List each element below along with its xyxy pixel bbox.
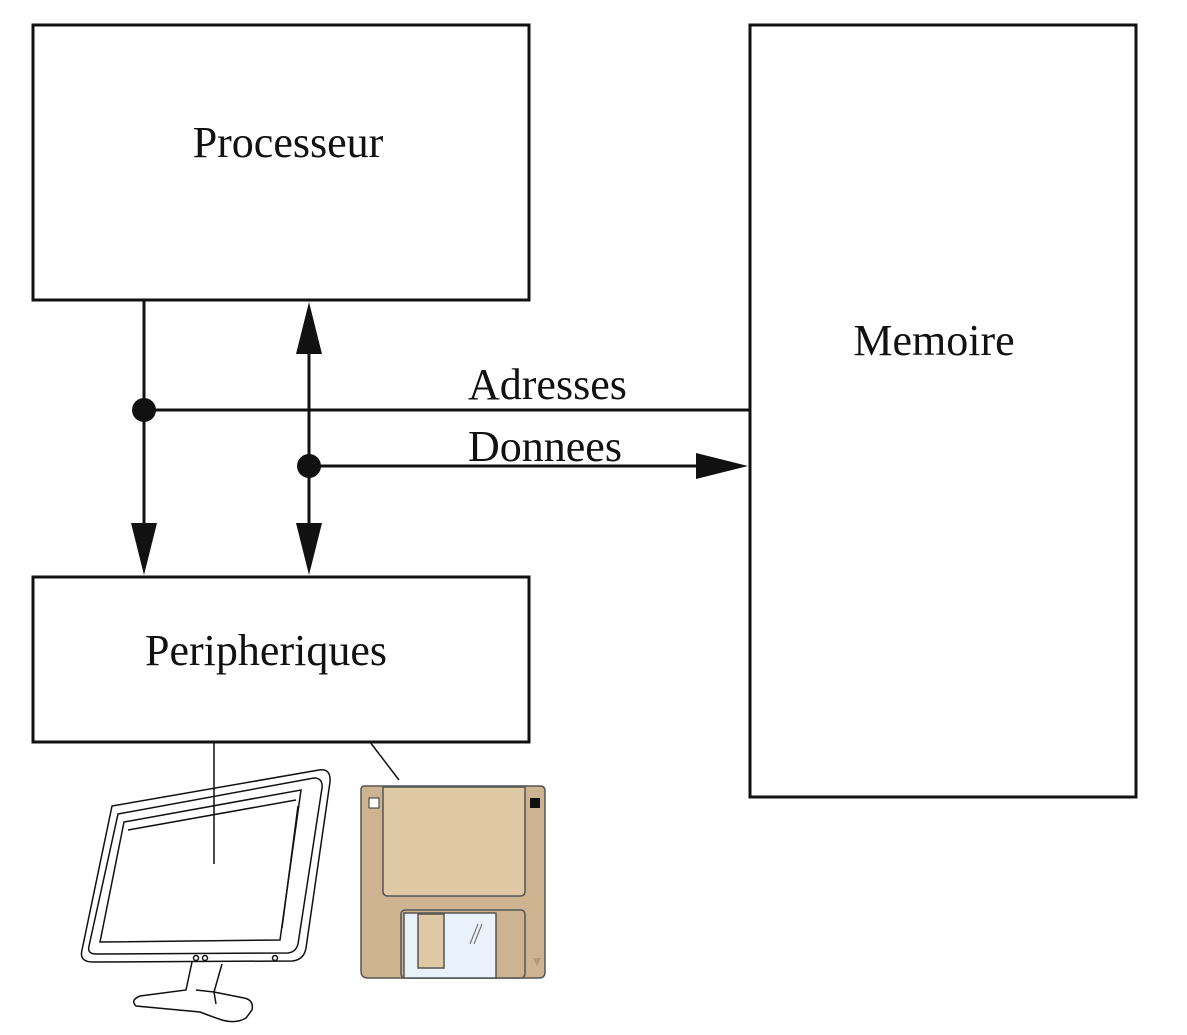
address-bus-label: Adresses: [468, 360, 627, 409]
peripherals-label: Peripheriques: [145, 626, 387, 675]
processor-label: Processeur: [193, 118, 384, 167]
address-arrow-to-peripherals: [131, 523, 157, 575]
processor-block: Processeur: [31, 23, 531, 302]
floppy-connector-line: [369, 741, 400, 781]
data-junction-dot: [297, 454, 321, 478]
data-bus-label: Donnees: [468, 422, 622, 471]
monitor-icon: [80, 769, 331, 1023]
data-bus: Donnees: [296, 302, 748, 575]
memory-label: Memoire: [853, 316, 1014, 365]
address-junction-dot: [132, 398, 156, 422]
data-arrow-to-processor: [296, 302, 322, 354]
peripherals-block: Peripheriques: [31, 575, 531, 744]
memory-block: Memoire: [748, 23, 1138, 799]
floppy-disk-icon: [360, 785, 546, 979]
data-arrow-to-peripherals: [296, 523, 322, 575]
data-arrow-to-memory: [696, 453, 748, 479]
address-bus: Adresses: [131, 300, 750, 575]
